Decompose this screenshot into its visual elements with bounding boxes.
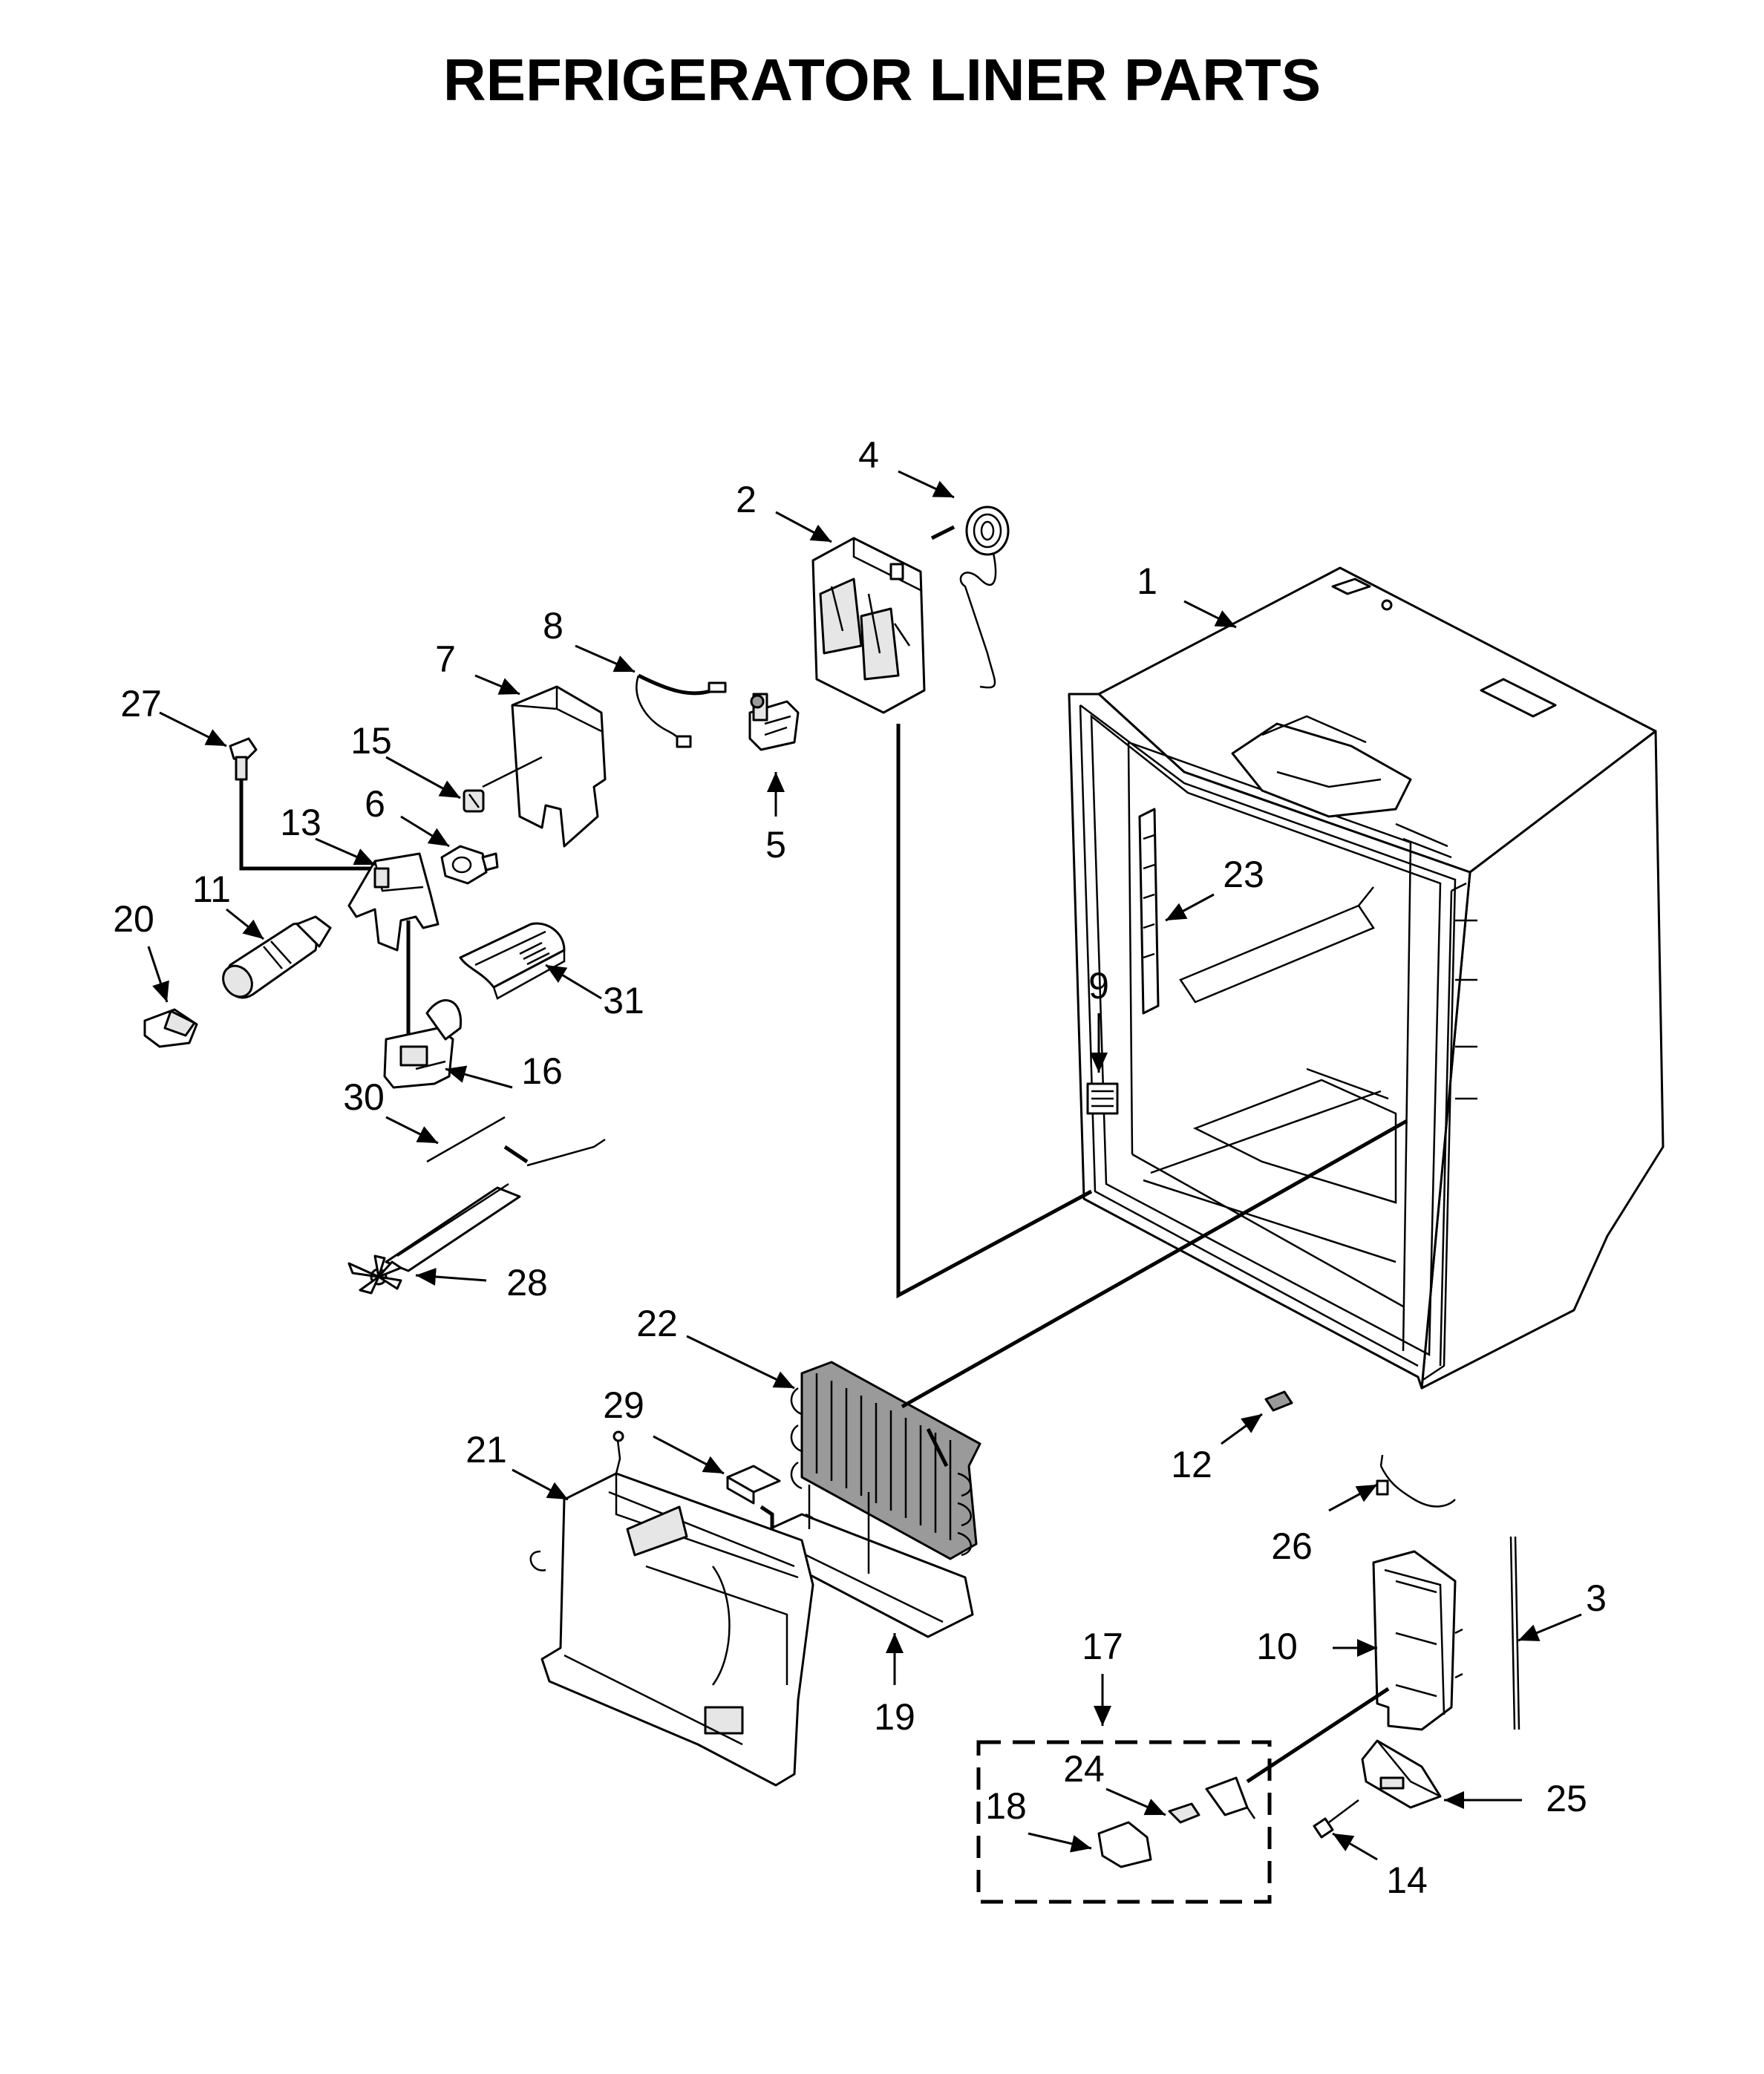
filter-head-16 — [383, 999, 463, 1089]
callout-25: 25 — [1546, 1778, 1587, 1819]
kit-17 — [976, 1740, 1272, 1904]
callout-2: 2 — [736, 479, 757, 520]
clip-12 — [1264, 1390, 1293, 1412]
screw-14 — [1313, 1799, 1359, 1839]
callout-20: 20 — [113, 898, 154, 940]
page-title: REFRIGERATOR LINER PARTS — [443, 47, 1321, 113]
callout-27: 27 — [120, 683, 162, 724]
cap-20 — [143, 1008, 198, 1048]
callout-14: 14 — [1386, 1859, 1428, 1901]
wire-harness — [636, 673, 727, 748]
callout-17: 17 — [1082, 1626, 1123, 1667]
callout-19: 19 — [874, 1696, 915, 1738]
wire-26 — [1376, 1454, 1456, 1508]
callout-labels: 1 2 3 4 5 6 7 8 9 10 11 12 13 14 15 16 1… — [113, 434, 1607, 1901]
pad-29 — [726, 1465, 781, 1505]
fan-28 — [347, 1116, 606, 1295]
rear-panel-21 — [529, 1430, 814, 1787]
control-box — [811, 537, 926, 714]
leader-lines — [147, 470, 1582, 1861]
callout-16: 16 — [521, 1050, 563, 1092]
strip-3 — [1509, 1536, 1520, 1730]
vent-9 — [1086, 1082, 1119, 1115]
callout-21: 21 — [466, 1429, 507, 1471]
callout-28: 28 — [506, 1262, 548, 1303]
liner — [1068, 566, 1665, 1390]
callout-13: 13 — [280, 802, 321, 843]
filter-11 — [222, 915, 332, 999]
light-strip-23 — [1138, 808, 1160, 1015]
callout-23: 23 — [1223, 854, 1264, 895]
callout-26: 26 — [1271, 1525, 1313, 1567]
callout-7: 7 — [435, 638, 456, 680]
callout-24: 24 — [1063, 1748, 1105, 1790]
callout-15: 15 — [350, 720, 392, 762]
housing-13 — [239, 779, 440, 1054]
callout-22: 22 — [636, 1303, 678, 1344]
callout-31: 31 — [603, 980, 644, 1021]
assembly-line-2 — [896, 724, 1093, 1299]
duct-cover-31 — [459, 922, 566, 1000]
callout-1: 1 — [1137, 560, 1157, 602]
callout-6: 6 — [365, 783, 385, 825]
callout-10: 10 — [1256, 1626, 1298, 1667]
callout-3: 3 — [1586, 1577, 1607, 1619]
screw-27 — [229, 737, 258, 781]
callout-11: 11 — [192, 868, 231, 910]
callout-5: 5 — [765, 824, 786, 866]
bracket-25 — [1361, 1739, 1442, 1809]
bracket-6 — [440, 845, 499, 885]
callout-29: 29 — [603, 1384, 644, 1426]
valve — [748, 693, 800, 751]
evaporator-22 — [790, 1119, 1408, 1560]
callout-30: 30 — [343, 1076, 385, 1118]
callout-8: 8 — [543, 605, 564, 647]
sensor-coil — [930, 506, 1010, 689]
cover — [511, 685, 607, 848]
screw-15 — [463, 756, 543, 813]
callout-4: 4 — [858, 434, 879, 476]
callout-9: 9 — [1088, 965, 1109, 1007]
callout-12: 12 — [1171, 1444, 1212, 1485]
callout-18: 18 — [985, 1785, 1027, 1827]
